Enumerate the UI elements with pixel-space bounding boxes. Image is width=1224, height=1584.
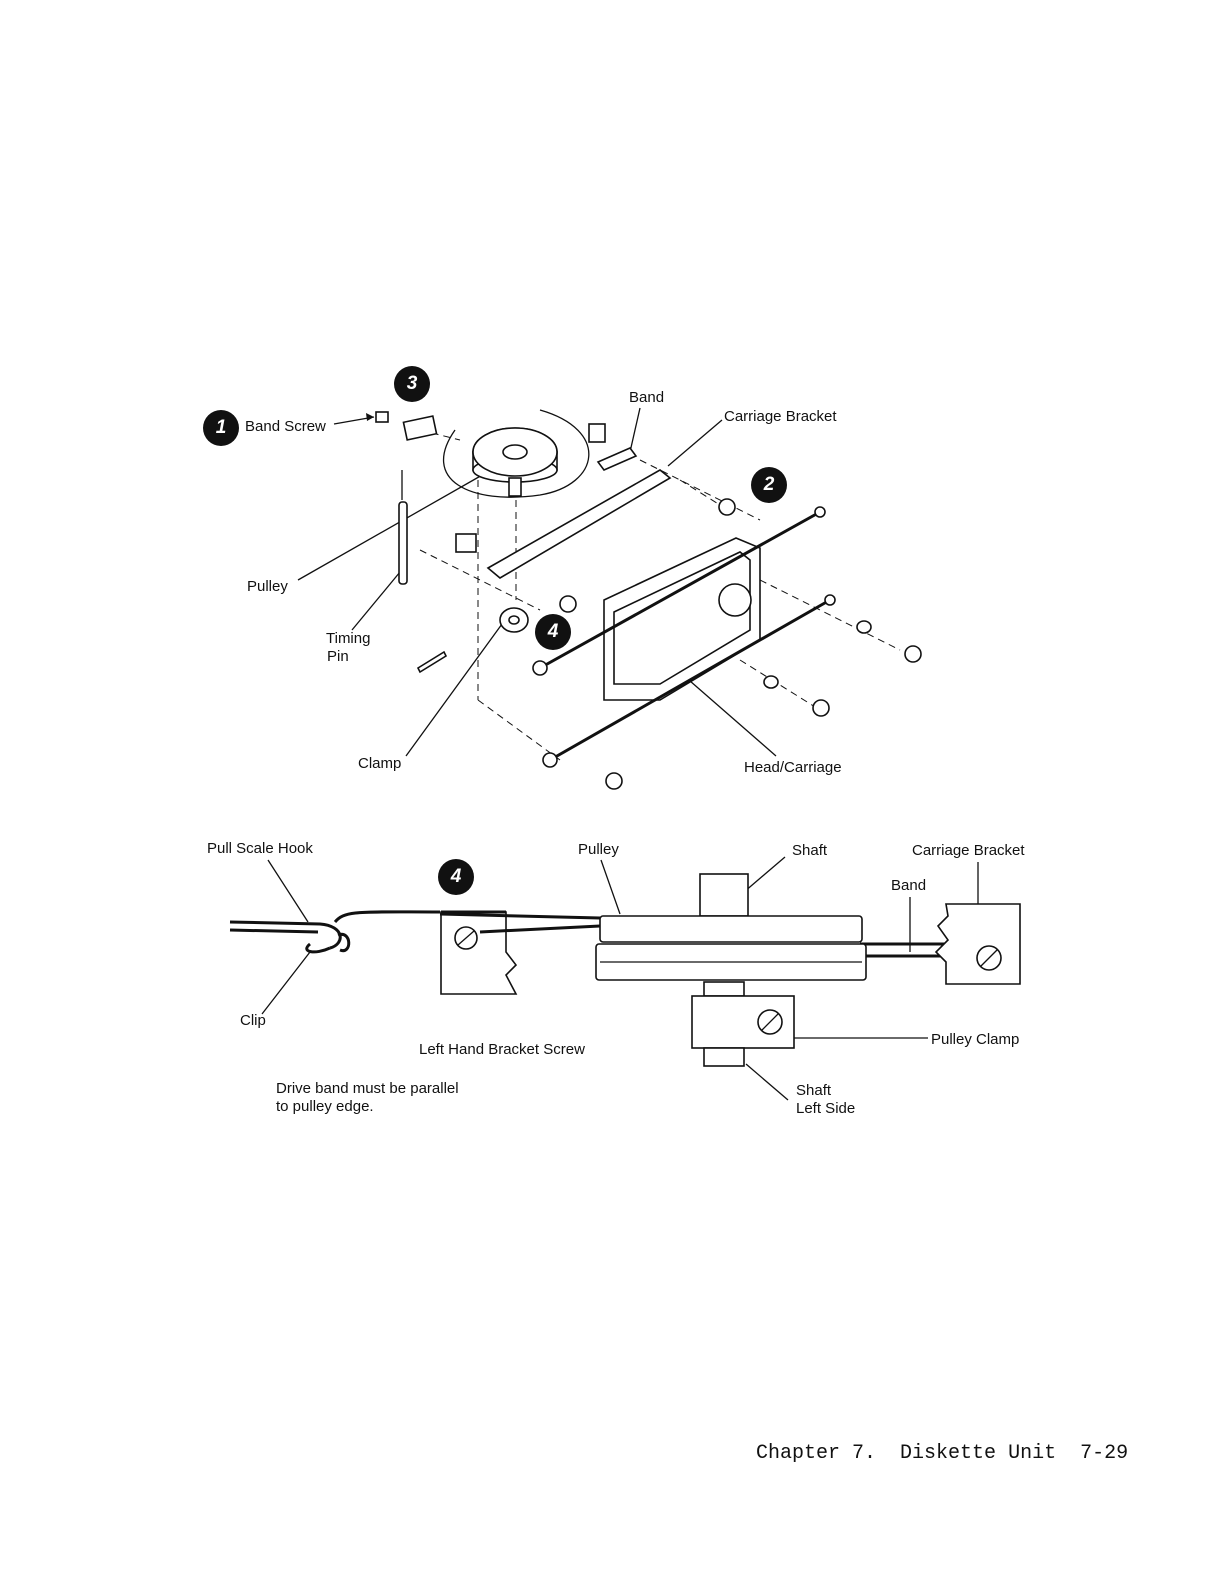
carriage-bracket — [936, 904, 1020, 984]
label-shaft: Shaft — [792, 842, 827, 860]
label-carriage-bracket-bottom: Carriage Bracket — [912, 842, 1025, 860]
label-shaft-left-2: Left Side — [796, 1100, 855, 1118]
note-line-1: Drive band must be parallel — [276, 1080, 459, 1098]
left-hand-bracket — [441, 912, 516, 994]
footer-title: Diskette Unit — [900, 1442, 1056, 1465]
note-line-2: to pulley edge. — [276, 1098, 374, 1116]
footer-page-number: 7-29 — [1080, 1442, 1128, 1465]
pull-scale-hook-wire — [230, 912, 440, 952]
callout-4-bottom: 4 — [438, 859, 474, 895]
pulley — [596, 874, 866, 980]
footer-chapter: Chapter 7. — [756, 1442, 876, 1465]
label-pulley-clamp: Pulley Clamp — [931, 1031, 1019, 1049]
label-band-bottom: Band — [891, 877, 926, 895]
label-pulley-bottom: Pulley — [578, 841, 619, 859]
page-footer: Chapter 7. Diskette Unit 7-29 — [756, 1442, 1128, 1465]
label-left-hand-bracket-screw: Left Hand Bracket Screw — [419, 1041, 585, 1059]
pulley-clamp — [692, 982, 794, 1066]
label-shaft-left-1: Shaft — [796, 1082, 831, 1100]
label-clip: Clip — [240, 1012, 266, 1030]
label-pull-scale-hook: Pull Scale Hook — [207, 840, 313, 858]
